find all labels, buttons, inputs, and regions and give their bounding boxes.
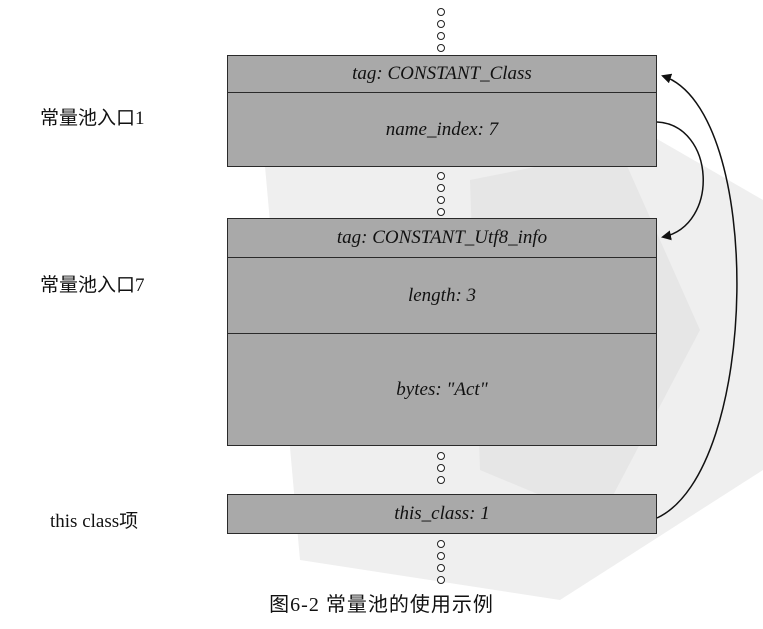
this-class-entry: this_class: 1 [227,494,657,534]
label-this-class: this class项 [50,511,139,532]
label-entry-1: 常量池入口1 [40,108,145,129]
constant-class-entry: tag: CONSTANT_Class name_index: 7 [227,55,657,167]
utf8-length-text: length: 3 [407,284,477,306]
ellipsis-bottom [437,540,447,588]
utf8-length-cell: length: 3 [228,257,656,333]
utf8-bytes-cell: bytes: "Act" [228,333,656,445]
class-name-index-text: name_index: 7 [385,118,499,140]
class-name-index-cell: name_index: 7 [228,92,656,166]
ellipsis-lower [437,452,447,488]
figure-caption: 图6-2 常量池的使用示例 [269,594,494,616]
utf8-bytes-text: bytes: "Act" [396,378,488,400]
label-entry-7: 常量池入口7 [40,275,145,296]
ellipsis-middle [437,172,447,220]
class-tag-text: tag: CONSTANT_Class [352,63,532,84]
this-class-cell: this_class: 1 [228,495,656,533]
arrow-name-index-to-utf8 [656,121,704,241]
arrow-this-class-to-class [656,73,738,519]
ellipsis-top [437,8,447,56]
class-tag-cell: tag: CONSTANT_Class [228,56,656,92]
constant-utf8-entry: tag: CONSTANT_Utf8_info length: 3 bytes:… [227,218,657,446]
utf8-tag-text: tag: CONSTANT_Utf8_info [336,227,548,248]
this-class-text: this_class: 1 [394,503,490,524]
utf8-tag-cell: tag: CONSTANT_Utf8_info [228,219,656,257]
